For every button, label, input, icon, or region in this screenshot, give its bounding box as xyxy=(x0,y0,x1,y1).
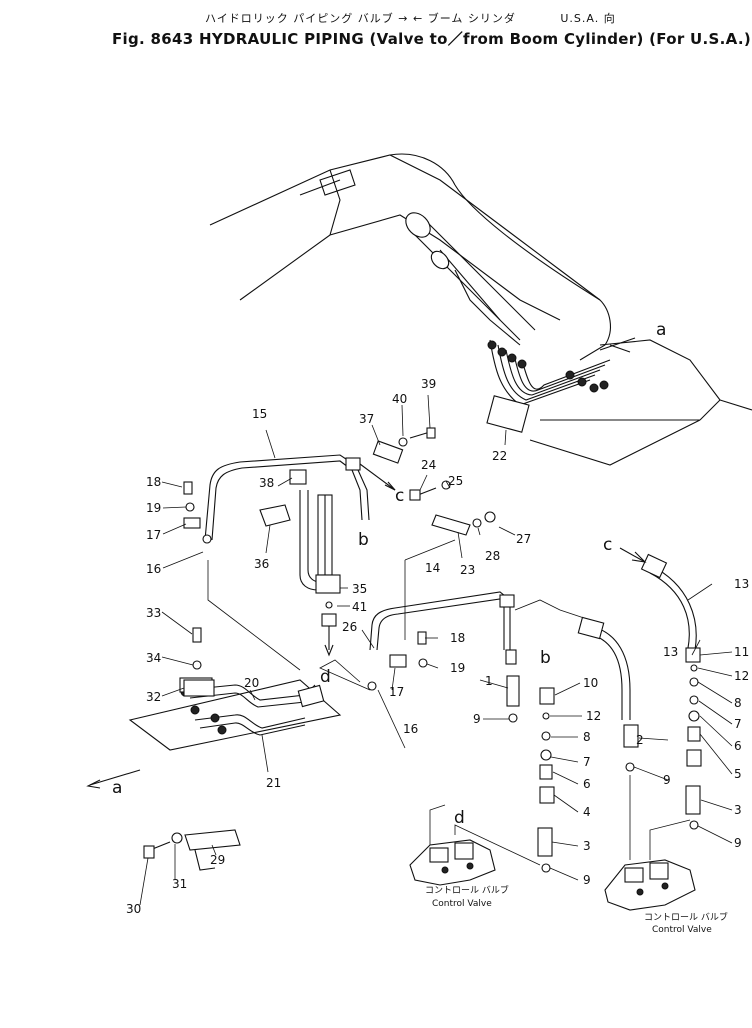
part-label-32: 32 xyxy=(146,690,161,704)
part-label-11: 11 xyxy=(734,645,749,659)
part-label-21: 21 xyxy=(266,776,281,790)
callout-b-lower: b xyxy=(540,648,551,668)
callout-b-upper: b xyxy=(358,530,369,550)
part-label-12b: 12 xyxy=(734,669,749,683)
part-label-24: 24 xyxy=(421,458,436,472)
part-label-6a: 6 xyxy=(583,777,591,791)
part-label-27: 27 xyxy=(516,532,531,546)
part-label-15: 15 xyxy=(252,407,267,421)
part-label-25: 25 xyxy=(448,474,463,488)
fitting-cluster xyxy=(487,340,609,393)
region-jp: U.S.A. 向 xyxy=(560,12,616,25)
jp-title: ハイドロリック パイピング バルブ → ← ブーム シリンダ xyxy=(205,12,516,25)
hose-13-right xyxy=(619,547,702,830)
pipes-20-21 xyxy=(86,627,342,871)
part-label-17a: 17 xyxy=(146,528,161,542)
callout-d-upper: d xyxy=(320,667,331,687)
part-label-22: 22 xyxy=(492,449,507,463)
part-label-28: 28 xyxy=(485,549,500,563)
hose-13-middle xyxy=(577,616,639,860)
header-japanese-title: ハイドロリック パイピング バルブ → ← ブーム シリンダ U.S.A. 向 xyxy=(205,10,616,26)
part-label-33: 33 xyxy=(146,606,161,620)
part-label-23: 23 xyxy=(460,563,475,577)
callout-letters: a a b b c c d d xyxy=(112,320,666,828)
part-label-9c: 9 xyxy=(583,873,591,887)
part-label-10: 10 xyxy=(583,676,598,690)
callout-d-lower: d xyxy=(454,808,465,828)
part-label-5: 5 xyxy=(734,767,742,781)
pipe-15-assembly xyxy=(183,427,496,657)
callout-a-upper: a xyxy=(656,320,666,340)
part-label-38: 38 xyxy=(259,476,274,490)
part-label-37: 37 xyxy=(359,412,374,426)
control-valve-left xyxy=(409,804,541,886)
part-label-19a: 19 xyxy=(146,501,161,515)
part-label-39: 39 xyxy=(421,377,436,391)
part-label-31: 31 xyxy=(172,877,187,891)
part-label-36: 36 xyxy=(254,557,269,571)
part-label-18a: 18 xyxy=(146,475,161,489)
part-label-29: 29 xyxy=(210,853,225,867)
control-valve-captions: コントロール バルブ Control Valve コントロール バルブ Cont… xyxy=(425,884,728,935)
part-label-40: 40 xyxy=(392,392,407,406)
control-valve-right-en: Control Valve xyxy=(652,925,712,935)
part-labels: 1 2 3 3 4 5 6 6 7 7 8 8 9 9 9 9 10 11 12… xyxy=(126,377,749,916)
part-label-8a: 8 xyxy=(583,730,591,744)
part-label-34: 34 xyxy=(146,651,161,665)
leader-lines xyxy=(139,394,733,906)
part-label-6b: 6 xyxy=(734,739,742,753)
part-label-1: 1 xyxy=(485,674,493,688)
part-label-16b: 16 xyxy=(403,722,418,736)
figure-title: Fig. 8643 HYDRAULIC PIPING (Valve to／fro… xyxy=(112,30,751,48)
part-label-4: 4 xyxy=(583,805,591,819)
part-label-7b: 7 xyxy=(734,717,742,731)
pipe-14 xyxy=(367,539,591,691)
part-label-41: 41 xyxy=(352,600,367,614)
part-label-14: 14 xyxy=(425,561,440,575)
part-label-3a: 3 xyxy=(583,839,591,853)
control-valve-left-jp: コントロール バルブ xyxy=(425,884,509,896)
part-label-20: 20 xyxy=(244,676,259,690)
control-valve-right xyxy=(604,819,696,911)
part-label-26: 26 xyxy=(342,620,357,634)
part-label-16a: 16 xyxy=(146,562,161,576)
part-label-2: 2 xyxy=(636,733,644,747)
callout-a-lower: a xyxy=(112,778,122,798)
boom-illustration xyxy=(209,153,752,466)
control-valve-right-jp: コントロール バルブ xyxy=(644,911,728,923)
callout-c-upper: c xyxy=(395,486,404,506)
control-valve-left-en: Control Valve xyxy=(432,899,492,909)
part-label-8b: 8 xyxy=(734,696,742,710)
part-label-3b: 3 xyxy=(734,803,742,817)
part-label-9b: 9 xyxy=(663,773,671,787)
part-label-30: 30 xyxy=(126,902,141,916)
part-label-13a: 13 xyxy=(734,577,749,591)
part-label-35: 35 xyxy=(352,582,367,596)
fitting-stack-left xyxy=(506,675,555,873)
part-label-7a: 7 xyxy=(583,755,591,769)
part-label-9a: 9 xyxy=(473,712,481,726)
part-label-9d: 9 xyxy=(734,836,742,850)
part-label-18b: 18 xyxy=(450,631,465,645)
part-label-17b: 17 xyxy=(389,685,404,699)
part-label-13b: 13 xyxy=(663,645,678,659)
part-label-12a: 12 xyxy=(586,709,601,723)
callout-c-right: c xyxy=(603,535,612,555)
part-label-19b: 19 xyxy=(450,661,465,675)
